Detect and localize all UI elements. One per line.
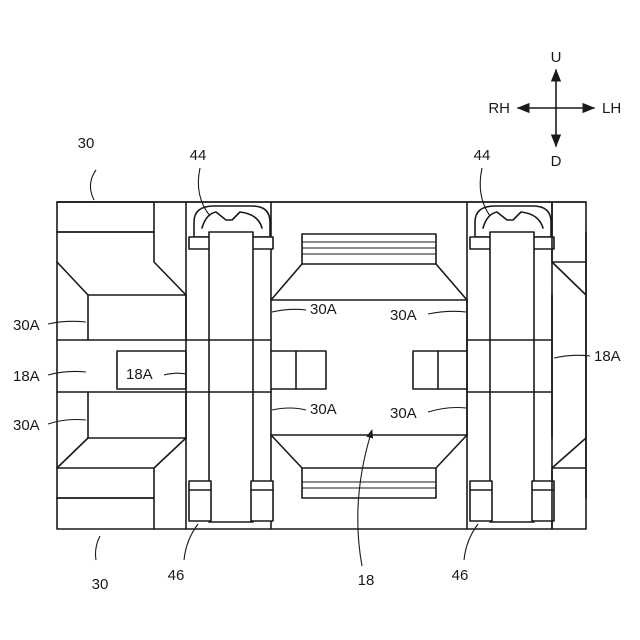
label-18A-inner: 18A bbox=[126, 366, 153, 383]
left-lower-bevel bbox=[57, 438, 186, 468]
left-top-washer-l bbox=[189, 237, 211, 249]
left-nut-r bbox=[251, 481, 273, 521]
leader-30-top bbox=[90, 170, 96, 200]
label-18: 18 bbox=[358, 572, 375, 589]
left-lower-taper bbox=[57, 392, 186, 498]
leader-30A-left-upper bbox=[48, 321, 86, 324]
label-30A-center-ur: 30A bbox=[390, 307, 417, 324]
leader-30A-left-lower bbox=[48, 420, 86, 425]
label-18A-right: 18A bbox=[594, 348, 621, 365]
compass-left-label: RH bbox=[488, 100, 510, 117]
label-30-bottom: 30 bbox=[92, 576, 109, 593]
leader-30-bottom bbox=[96, 536, 101, 560]
label-30A-center-ll: 30A bbox=[310, 401, 337, 418]
center-bottom-plate bbox=[302, 468, 436, 498]
label-46-right: 46 bbox=[452, 567, 469, 584]
center-member bbox=[271, 234, 467, 498]
label-46-left: 46 bbox=[168, 567, 185, 584]
leader-30A-center-lr bbox=[428, 408, 466, 413]
leader-18A-inner bbox=[164, 373, 186, 375]
left-bolt-shaft bbox=[209, 232, 253, 522]
left-nut-l bbox=[189, 481, 211, 521]
leader-30A-center-ur bbox=[428, 311, 466, 314]
right-nut-l bbox=[470, 481, 492, 521]
left-upper-taper bbox=[57, 232, 186, 340]
right-lower-taper bbox=[552, 438, 586, 529]
left-bolt-column bbox=[186, 202, 273, 529]
leader-18A-left bbox=[48, 371, 86, 375]
left-top-washer-r bbox=[251, 237, 273, 249]
compass-right-label: LH bbox=[602, 100, 621, 117]
left-block bbox=[57, 202, 186, 529]
center-left-tab bbox=[271, 351, 326, 389]
left-upper-bevel bbox=[57, 262, 186, 295]
left-bottom-slab bbox=[57, 498, 154, 529]
right-nut-r bbox=[532, 481, 554, 521]
label-30A-left-upper: 30A bbox=[13, 317, 40, 334]
right-top-washer-l bbox=[470, 237, 492, 249]
center-top-plate bbox=[302, 234, 436, 264]
compass-down-label: D bbox=[551, 153, 562, 170]
center-upper-slope bbox=[271, 264, 467, 300]
label-30A-center-lr: 30A bbox=[390, 405, 417, 422]
label-44-left: 44 bbox=[190, 147, 207, 164]
label-18A-left: 18A bbox=[13, 368, 40, 385]
center-right-tab bbox=[413, 351, 467, 389]
label-30A-left-lower: 30A bbox=[13, 417, 40, 434]
right-bolt-shaft bbox=[490, 232, 534, 522]
label-44-right: 44 bbox=[474, 147, 491, 164]
right-block bbox=[552, 202, 586, 529]
right-upper-taper bbox=[552, 202, 586, 295]
right-bolt-column bbox=[467, 202, 554, 529]
left-top-slab bbox=[57, 202, 154, 232]
leader-30A-center-ll bbox=[272, 408, 306, 410]
label-30A-center-ul: 30A bbox=[310, 301, 337, 318]
leader-30A-center-ul bbox=[272, 309, 306, 312]
leader-18A-right bbox=[554, 355, 590, 358]
label-30-top: 30 bbox=[78, 135, 95, 152]
direction-compass: U D RH LH bbox=[488, 49, 621, 170]
right-top-washer-r bbox=[532, 237, 554, 249]
compass-up-label: U bbox=[551, 49, 562, 66]
